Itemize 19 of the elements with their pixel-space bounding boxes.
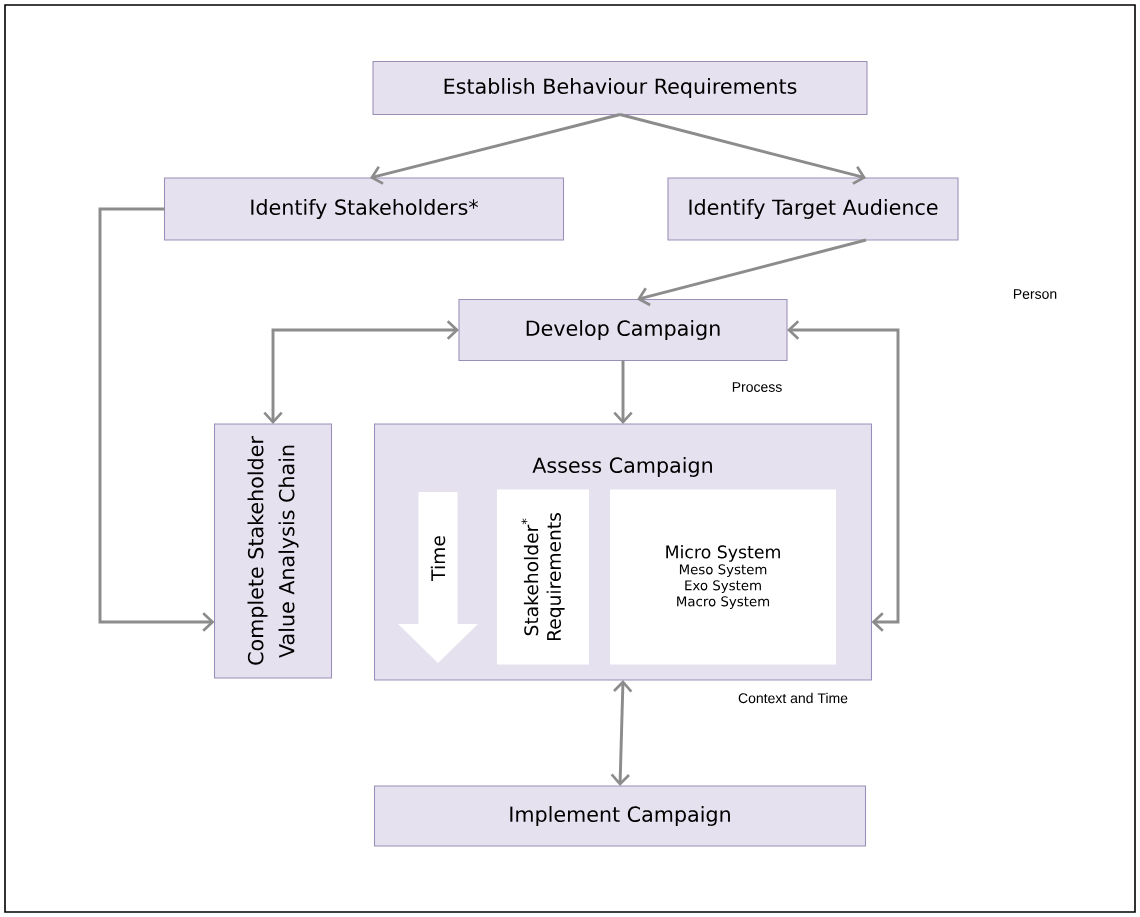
process-box: Develop Campaign bbox=[458, 298, 788, 362]
process-box: Implement Campaign bbox=[373, 785, 867, 847]
arrow bbox=[637, 238, 867, 307]
arrow bbox=[619, 113, 866, 185]
arrow bbox=[787, 320, 900, 632]
process-box: Identify Stakeholders* bbox=[163, 177, 565, 241]
arrow bbox=[610, 680, 633, 786]
arrow bbox=[98, 207, 215, 632]
process-box: Complete Stakeholder Value Analysis Chain bbox=[213, 423, 333, 679]
process-box: Establish Behaviour Requirements bbox=[372, 60, 868, 116]
process-box: Identify Target Audience bbox=[667, 177, 959, 241]
arrow bbox=[613, 360, 633, 424]
annotation-text: Process bbox=[732, 382, 782, 392]
annotation-text: Person bbox=[1013, 289, 1057, 299]
arrow bbox=[370, 113, 621, 185]
arrow bbox=[263, 320, 459, 424]
annotation-text: Context and Time bbox=[738, 692, 848, 704]
system-list-box: Micro System Meso System Exo System Macro System bbox=[610, 489, 836, 665]
requirements-box: Stakeholder$^{*}$ Requirements bbox=[497, 489, 589, 665]
